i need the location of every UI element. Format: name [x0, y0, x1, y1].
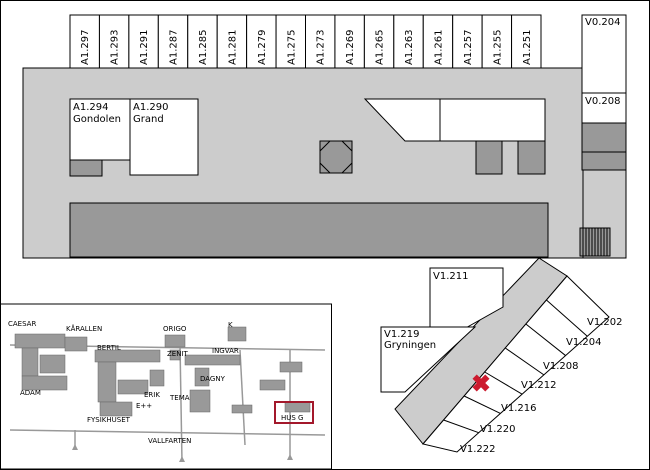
- service-block-center-a: [475, 140, 503, 175]
- overview-label-karallen: KÅRALLEN: [66, 324, 102, 333]
- room-a1-255[interactable]: [481, 14, 513, 69]
- room-a1-294-code: A1.294: [73, 102, 108, 113]
- room-v1-219[interactable]: [380, 326, 477, 393]
- highlight-box-hus-g: [274, 401, 314, 424]
- service-block-center-b: [517, 140, 546, 175]
- room-a1-281[interactable]: [216, 14, 248, 69]
- room-a1-251-label: A1.251: [522, 30, 533, 65]
- overview-label-e-plus-plus: E++: [136, 402, 152, 410]
- room-a1-263-label: A1.263: [404, 30, 415, 65]
- overview-label-bertil: BERTIL: [97, 344, 121, 352]
- cross-marker-icon: [472, 374, 490, 392]
- overview-label-dagny: DAGNY: [200, 375, 226, 383]
- room-a1-281-label: A1.281: [227, 30, 238, 65]
- overview-label-k: K: [228, 321, 233, 329]
- campus-overview-map: CAESAR KÅRALLEN BERTIL ORIGO K ZENIT ING…: [0, 303, 332, 470]
- room-a1-293[interactable]: [98, 14, 130, 69]
- room-a1-287[interactable]: [157, 14, 189, 69]
- room-a1-279-label: A1.279: [257, 30, 268, 65]
- room-v1-211-code: V1.211: [433, 271, 468, 282]
- room-v1-216-label: V1.216: [501, 403, 536, 414]
- room-a1-273[interactable]: [305, 14, 336, 69]
- room-a1-273-label: A1.273: [316, 30, 327, 65]
- room-a1-261-label: A1.261: [433, 30, 444, 65]
- room-a1-293-label: A1.293: [110, 30, 121, 65]
- overview-label-ingvar: INGVAR: [212, 347, 239, 355]
- room-a1-251[interactable]: [511, 14, 542, 69]
- service-block-west: [69, 159, 103, 177]
- service-block-east: [581, 122, 627, 153]
- room-a1-269-label: A1.269: [345, 30, 356, 65]
- room-a1-294-name: Gondolen: [73, 114, 121, 125]
- overview-label-zenit: ZENIT: [167, 350, 189, 358]
- overview-label-hus-g: HUS G: [281, 414, 303, 422]
- room-a1-291[interactable]: [128, 14, 159, 69]
- room-v0-208-label: V0.208: [585, 96, 620, 107]
- top-room-row: A1.297 A1.293 A1.291 A1.287 A1.285 A1.281 A1.2…: [69, 14, 542, 69]
- room-a1-285-label: A1.285: [198, 30, 209, 65]
- column-icon: [319, 140, 353, 174]
- overview-label-tema: TEMA: [169, 394, 190, 402]
- room-v1-219-name: Gryningen: [384, 340, 436, 351]
- room-v1-220-label: V1.220: [480, 424, 515, 435]
- room-a1-297-label: A1.297: [80, 30, 91, 65]
- room-a1-285[interactable]: [187, 14, 218, 69]
- room-v1-208-label: V1.208: [543, 361, 578, 372]
- room-a1-291-label: A1.291: [139, 30, 150, 65]
- room-a1-265-label: A1.265: [375, 30, 386, 65]
- room-v1-219-code: V1.219: [384, 329, 419, 340]
- overview-label-adam: ADAM: [20, 389, 41, 397]
- room-v1-202-label: V1.202: [587, 317, 622, 328]
- overview-label-fysikhuset: FYSIKHUSET: [87, 416, 131, 424]
- room-v0-208[interactable]: [581, 92, 627, 124]
- room-v1-212-label: V1.212: [521, 380, 556, 391]
- room-a1-287-label: A1.287: [169, 30, 180, 65]
- room-v1-222-label: V1.222: [460, 444, 495, 455]
- room-a1-290-code: A1.290: [133, 102, 168, 113]
- stairs-icon: [579, 227, 611, 257]
- room-a1-269[interactable]: [334, 14, 365, 69]
- room-v0-204[interactable]: [581, 14, 627, 94]
- lecture-hall-block: [69, 202, 549, 258]
- room-a1-257-label: A1.257: [463, 30, 474, 65]
- overview-label-origo: ORIGO: [163, 325, 187, 333]
- room-v0-204-label: V0.204: [585, 17, 620, 28]
- room-a1-290-name: Grand: [133, 114, 164, 125]
- wing-rooms-block: [422, 275, 610, 453]
- room-a1-275-label: A1.275: [286, 30, 297, 65]
- room-a1-290[interactable]: [129, 98, 199, 176]
- service-block-east-lower: [581, 151, 627, 171]
- room-v1-204-label: V1.204: [566, 337, 601, 348]
- overview-label-caesar: CAESAR: [8, 320, 36, 328]
- overview-label-vallfarten: VALLFARTEN: [148, 437, 191, 445]
- room-a1-279[interactable]: [246, 14, 277, 69]
- room-a1-261[interactable]: [422, 14, 454, 69]
- room-a1-294[interactable]: [69, 98, 131, 161]
- room-a1-257[interactable]: [452, 14, 483, 69]
- room-a1-255-label: A1.255: [492, 30, 503, 65]
- room-a1-265[interactable]: [363, 14, 395, 69]
- overview-label-erik: ERIK: [144, 391, 160, 399]
- diagonal-wing: [394, 257, 610, 453]
